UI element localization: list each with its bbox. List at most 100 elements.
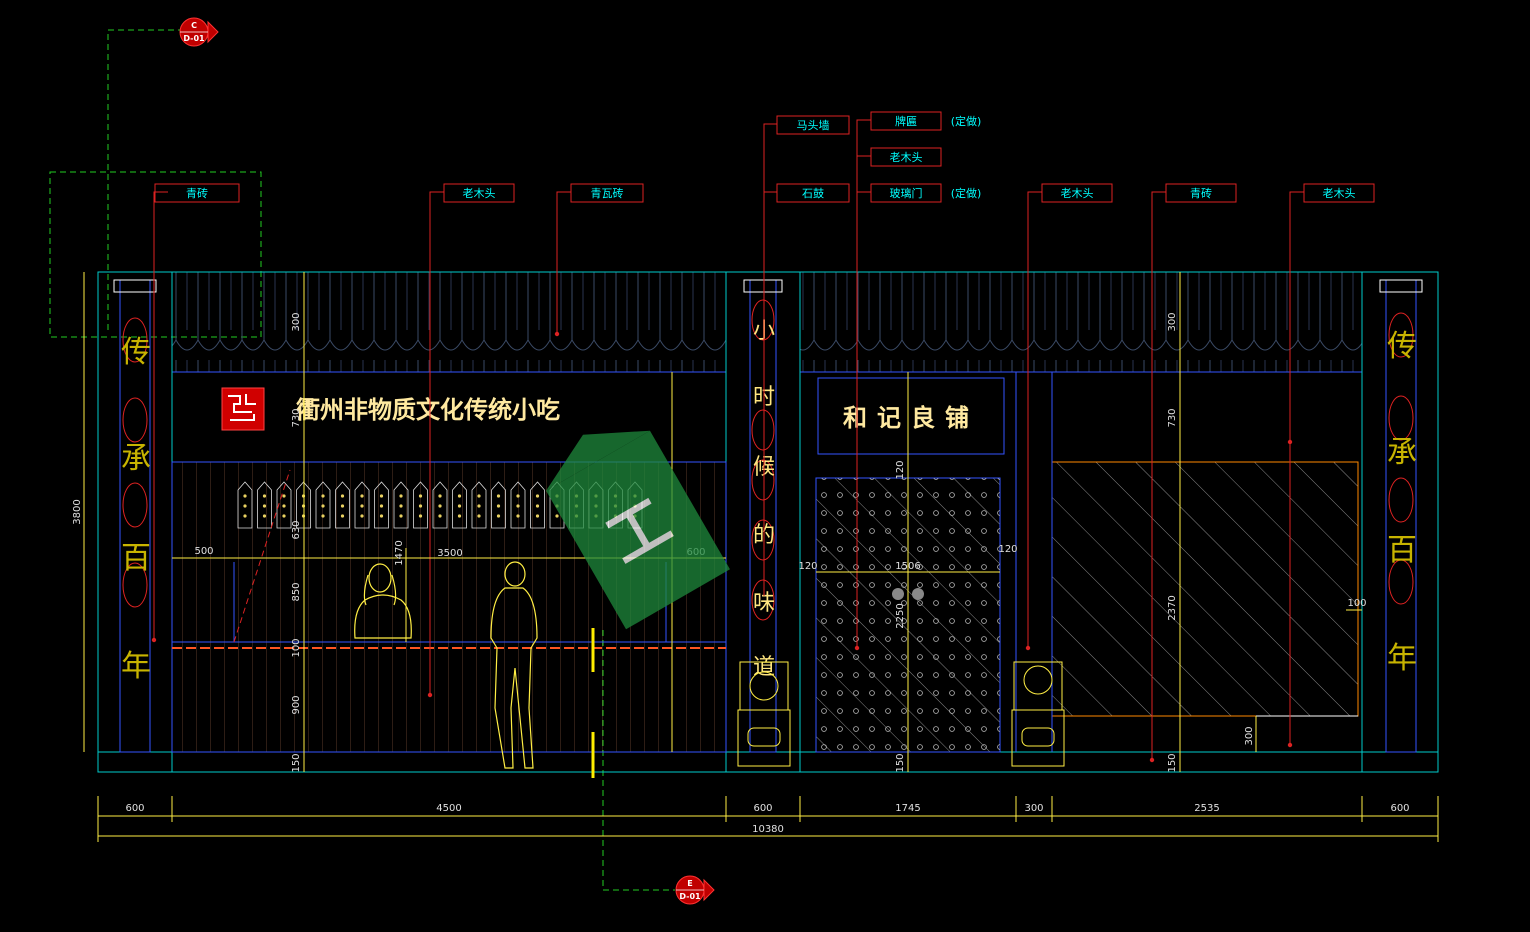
stone-drum-right bbox=[1011, 661, 1065, 767]
right-pillar bbox=[1379, 279, 1423, 753]
couplet-left: 传 承 百 年 bbox=[121, 335, 151, 684]
shop-sign-text: 和记良铺 bbox=[843, 403, 979, 432]
menu-board-dot bbox=[321, 494, 325, 498]
center-pillar bbox=[743, 279, 783, 753]
dim-overall-height: 3800 bbox=[72, 499, 83, 524]
menu-board-dot bbox=[282, 494, 286, 498]
svg-text:3500: 3500 bbox=[437, 548, 462, 559]
menu-board-dot bbox=[399, 494, 403, 498]
label-qingwazhuan: 青瓦砖 bbox=[591, 186, 624, 200]
menu-board-dot bbox=[418, 514, 423, 518]
menu-board-dot bbox=[496, 504, 501, 508]
section-mark-e: E D-01 bbox=[675, 875, 715, 905]
menu-board-dot bbox=[418, 504, 423, 508]
bottom-dimension-texts: 600 4500 600 1745 300 2535 600 10380 bbox=[125, 803, 1409, 835]
counter bbox=[171, 469, 727, 753]
menu-board bbox=[413, 481, 428, 529]
couplet-right: 传 承 百 年 bbox=[1387, 329, 1417, 676]
menu-board-dot bbox=[535, 494, 540, 498]
svg-text:传: 传 bbox=[121, 335, 151, 370]
label-laomutou-1: 老木头 bbox=[463, 187, 496, 200]
svg-text:道: 道 bbox=[753, 655, 775, 680]
menu-board-dot bbox=[438, 514, 442, 518]
svg-text:500: 500 bbox=[194, 546, 213, 557]
main-sign-text: 衢州非物质文化传统小吃 bbox=[296, 395, 560, 424]
section-line-c bbox=[49, 29, 262, 338]
menu-board-dot bbox=[496, 494, 501, 498]
svg-text:2370: 2370 bbox=[1167, 595, 1178, 620]
material-labels bbox=[154, 111, 1375, 203]
svg-text:2535: 2535 bbox=[1194, 803, 1219, 814]
svg-text:730: 730 bbox=[291, 408, 302, 427]
label-matouqiang: 马头墙 bbox=[797, 118, 830, 132]
svg-text:730: 730 bbox=[1167, 408, 1178, 427]
menu-board-dot bbox=[282, 504, 286, 508]
dim-total: 10380 bbox=[752, 824, 784, 835]
left-pillar bbox=[113, 279, 157, 753]
dim-counter-height: 1470 bbox=[394, 540, 405, 565]
svg-text:100: 100 bbox=[291, 638, 302, 657]
menu-board-dot bbox=[262, 504, 267, 508]
section-line-e bbox=[602, 630, 675, 891]
shop-signboard: 和记良铺 bbox=[817, 377, 1005, 455]
right-lanterns bbox=[1388, 312, 1414, 605]
menu-board-dot bbox=[321, 504, 325, 508]
menu-board bbox=[257, 481, 272, 529]
menu-board-dot bbox=[438, 494, 442, 498]
svg-text:1745: 1745 bbox=[895, 803, 920, 814]
menu-board-dot bbox=[340, 504, 345, 508]
logo-seal bbox=[221, 387, 265, 431]
section-e-sheet: D-01 bbox=[679, 892, 701, 901]
leader-lines bbox=[153, 119, 1304, 760]
svg-text:600: 600 bbox=[1390, 803, 1409, 814]
svg-text:300: 300 bbox=[1244, 726, 1255, 745]
menu-board bbox=[296, 481, 311, 529]
svg-text:年: 年 bbox=[1387, 641, 1417, 676]
menu-board bbox=[530, 481, 545, 529]
svg-text:600: 600 bbox=[125, 803, 144, 814]
menu-board bbox=[432, 481, 448, 529]
svg-text:百: 百 bbox=[121, 541, 151, 576]
menu-board-dot bbox=[516, 504, 520, 508]
svg-text:150: 150 bbox=[895, 753, 906, 772]
label-qingzhuan-left: 青砖 bbox=[186, 186, 208, 200]
menu-board-dot bbox=[516, 494, 520, 498]
menu-board-dot bbox=[360, 494, 364, 498]
menu-board bbox=[335, 481, 350, 529]
menu-board-dot bbox=[457, 514, 462, 518]
svg-text:300: 300 bbox=[1024, 803, 1043, 814]
menu-board-dot bbox=[477, 494, 481, 498]
menu-board-dot bbox=[516, 514, 520, 518]
glass-door bbox=[1051, 372, 1359, 752]
menu-board-dot bbox=[555, 514, 559, 518]
watermark-logo: 工 bbox=[546, 430, 730, 630]
section-c-sheet: D-01 bbox=[183, 34, 205, 43]
menu-board-dot bbox=[457, 494, 462, 498]
svg-text:630: 630 bbox=[291, 520, 302, 539]
label-dingzuo-1: (定做) bbox=[951, 114, 982, 128]
svg-text:300: 300 bbox=[291, 312, 302, 331]
svg-text:100: 100 bbox=[1347, 598, 1366, 609]
menu-board-dot bbox=[360, 514, 364, 518]
svg-text:1506: 1506 bbox=[895, 561, 920, 572]
menu-board-dot bbox=[321, 514, 325, 518]
svg-text:600: 600 bbox=[753, 803, 772, 814]
label-laomutou-3: 老木头 bbox=[1061, 187, 1094, 200]
menu-board-dot bbox=[379, 494, 384, 498]
svg-text:传: 传 bbox=[1387, 329, 1417, 364]
menu-board-dot bbox=[477, 514, 481, 518]
main-signboard: 衢州非物质文化传统小吃 bbox=[221, 387, 560, 431]
menu-board-dot bbox=[399, 504, 403, 508]
menu-board-dot bbox=[535, 514, 540, 518]
menu-board bbox=[237, 481, 253, 529]
label-laomutou-2: 老木头 bbox=[890, 151, 923, 164]
svg-text:850: 850 bbox=[291, 582, 302, 601]
menu-board-dot bbox=[360, 504, 364, 508]
menu-board-dot bbox=[399, 514, 403, 518]
roof-tile-band bbox=[98, 271, 1438, 373]
menu-board bbox=[354, 481, 370, 529]
menu-board-dot bbox=[340, 514, 345, 518]
menu-board bbox=[471, 481, 487, 529]
menu-board-dot bbox=[496, 514, 501, 518]
